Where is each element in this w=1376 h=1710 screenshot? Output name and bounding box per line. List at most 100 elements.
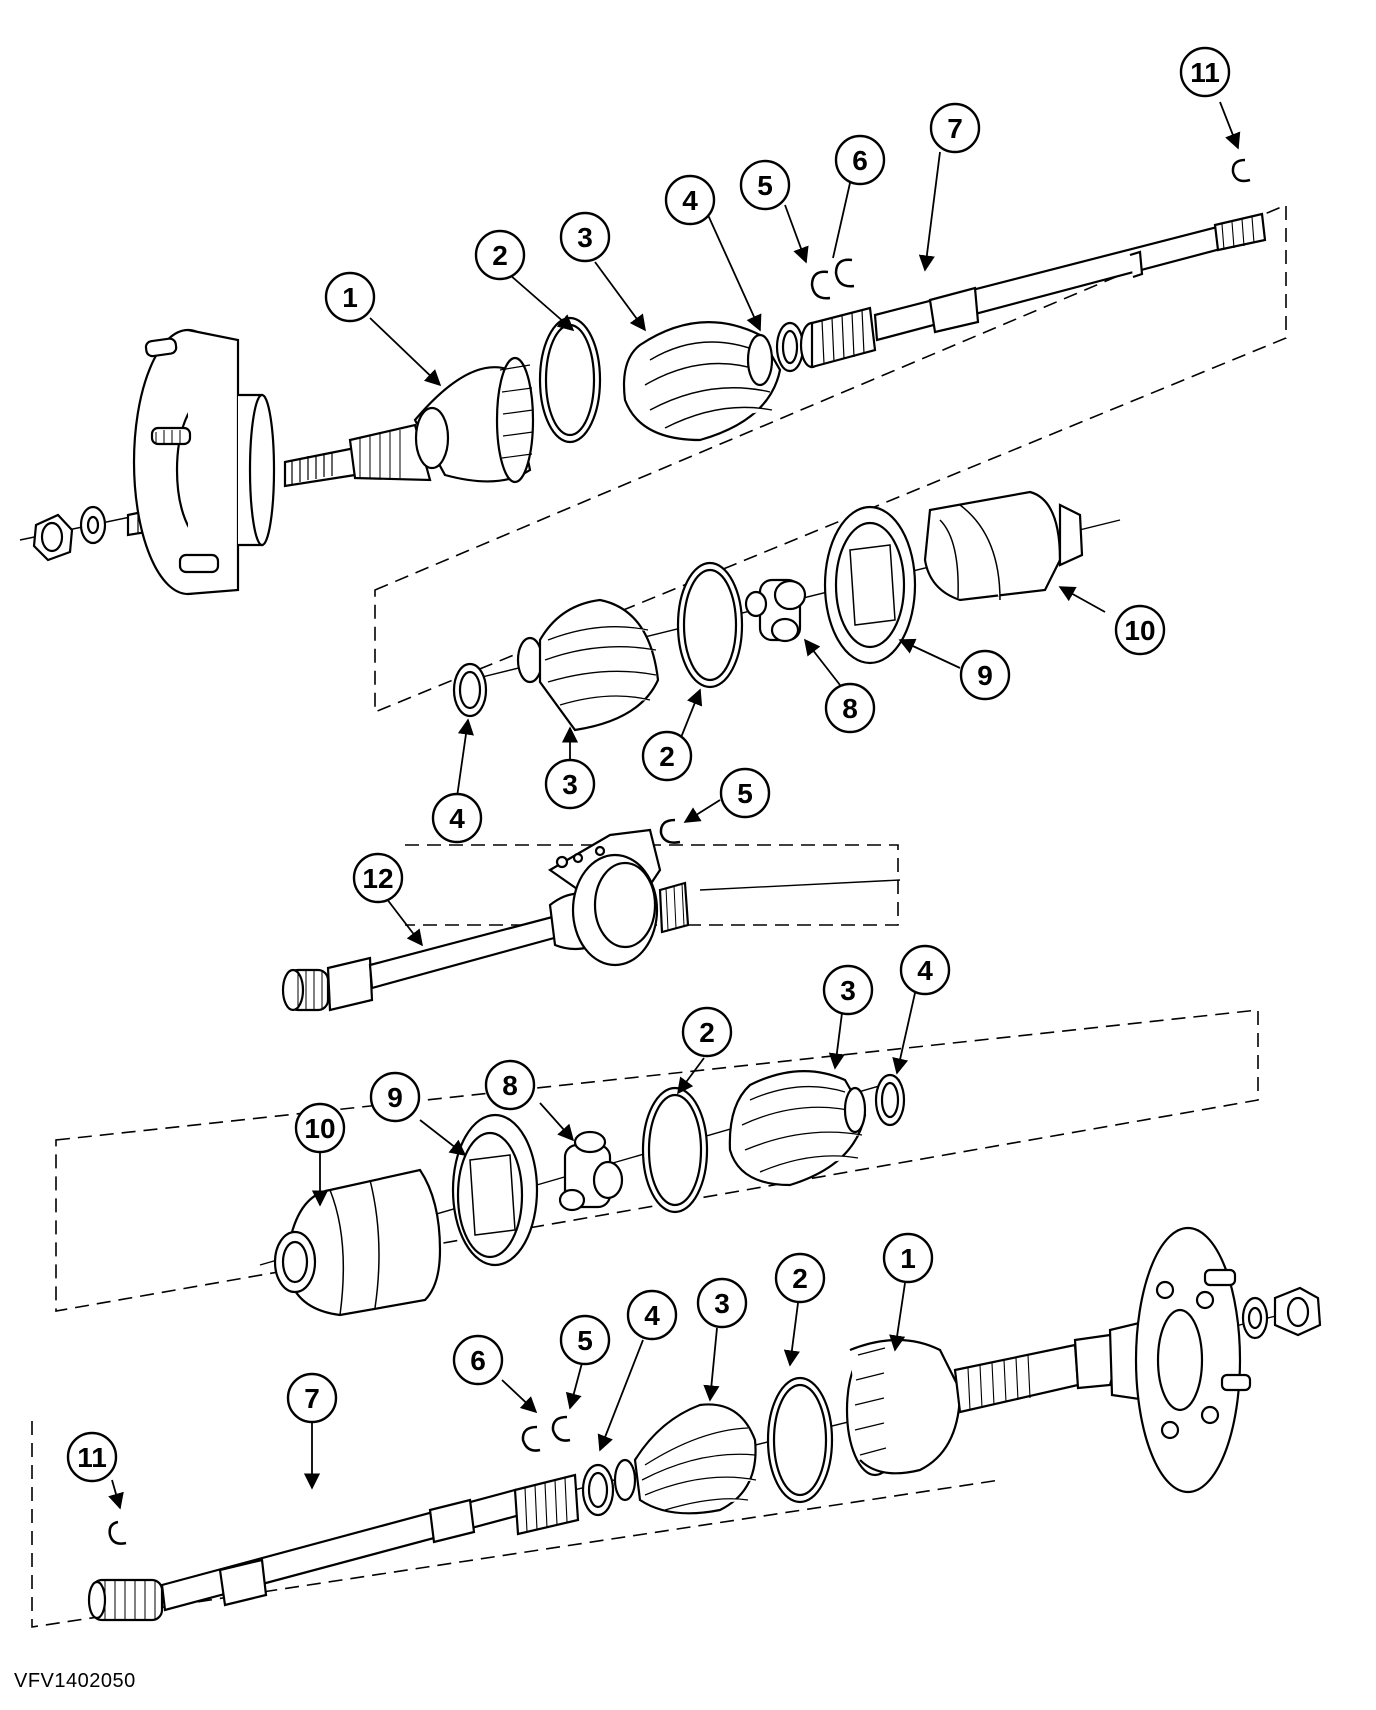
upper-inner-joint-set [452,490,1121,732]
callout-label: 5 [577,1325,593,1356]
tulip-housing-cover-icon [451,1113,539,1267]
small-clamp-icon [874,1073,906,1127]
callout-label: 4 [449,803,465,834]
callout-label: 9 [977,660,993,691]
callout-label: 2 [792,1263,808,1294]
callout-circle [824,682,876,734]
clamp-ring-icon [766,1376,834,1504]
callout-label: 6 [852,145,868,176]
callout-label: 12 [362,863,393,894]
callout-circle [1179,46,1231,98]
outer-cv-joint-icon [283,356,535,488]
clamp-ring-icon [676,561,744,689]
callout-circle [544,758,596,810]
snap-ring-icon [659,818,681,844]
callout-label: 2 [699,1017,715,1048]
callout-label: 10 [304,1113,335,1144]
callout-circle [324,271,376,323]
cv-boot-icon [516,598,660,732]
outer-cv-joint-icon [845,1338,1080,1477]
callout-leaders [108,101,1241,1510]
snap-ring-icon [810,270,831,300]
callout-circle [559,211,611,263]
halfshaft-icon [799,212,1267,369]
callout-circle [641,730,693,782]
snap-ring-icon [834,258,855,288]
washer-icon [1241,1296,1269,1340]
tripod-spider-icon [744,578,807,643]
cv-boot-icon [728,1070,867,1187]
callout-label: 7 [947,113,963,144]
snap-ring-icon [108,1520,127,1545]
callout-label: 8 [502,1070,518,1101]
callout-label: 3 [577,222,593,253]
callout-label: 4 [682,185,698,216]
support-bearing-bracket-icon [547,828,690,967]
washer-icon [79,505,107,545]
callout-circle [696,1277,748,1329]
intermediate-shaft-assembly [281,818,901,1012]
callout-label: 2 [659,741,675,772]
callout-label: 8 [842,693,858,724]
callout-circle [66,1431,118,1483]
callout-label: 1 [900,1243,916,1274]
callout-circle [484,1059,536,1111]
callout-label: 5 [757,170,773,201]
callout-label: 2 [492,240,508,271]
callout-label: 6 [470,1345,486,1376]
callout-circle [774,1252,826,1304]
callout-label: 1 [342,282,358,313]
callout-circle [352,852,404,904]
figure-id: VFV1402050 [14,1670,136,1692]
callout-circle [719,767,771,819]
cv-boot-icon [613,1403,757,1515]
callout-circle [899,944,951,996]
tulip-housing-icon [923,490,1084,602]
callout-circle [834,134,886,186]
intermediate-shaft-icon [281,892,607,1012]
frame-lower-boot-set [55,1009,1259,1312]
callout-circle [559,1314,611,1366]
hub-flange-icon [1073,1226,1252,1494]
callout-circle [959,649,1011,701]
callout-circle [1114,604,1166,656]
tulip-housing-cover-icon [823,505,917,665]
cv-boot-icon [622,321,782,442]
clamp-ring-icon [538,316,602,444]
callout-label: 3 [714,1288,730,1319]
small-clamp-icon [452,662,488,718]
callout-circle [294,1102,346,1154]
snap-ring-icon [521,1425,541,1452]
nut-icon [32,513,74,562]
bottom-shaft-assembly [87,1226,1322,1622]
callout-label: 5 [737,778,753,809]
callout-label: 10 [1124,615,1155,646]
callout-circle [664,174,716,226]
clamp-ring-icon [641,1086,709,1214]
callout-circle [286,1372,338,1424]
small-clamp-icon [775,321,805,373]
callout-label: 11 [77,1442,107,1473]
callout-circle [929,102,981,154]
callout-circle [739,159,791,211]
callout-circle [822,964,874,1016]
callout-label: 3 [840,975,856,1006]
snap-ring-icon [1231,158,1251,183]
callout-circle [882,1232,934,1284]
small-clamp-icon [581,1463,615,1517]
callout-circle [681,1006,733,1058]
nut-icon [1273,1286,1322,1337]
callout-circle [626,1289,678,1341]
frame-upper-boot-set [374,203,1287,714]
tulip-housing-icon [273,1168,442,1317]
callout-circle [431,792,483,844]
callout-label: 9 [387,1082,403,1113]
frame-lower-shaft [31,1421,1001,1628]
callout-label: 11 [1190,57,1220,88]
halfshaft-icon [87,1473,580,1622]
callout-label: 4 [644,1300,660,1331]
callout-label: 3 [562,769,578,800]
callout-label: 7 [304,1383,320,1414]
